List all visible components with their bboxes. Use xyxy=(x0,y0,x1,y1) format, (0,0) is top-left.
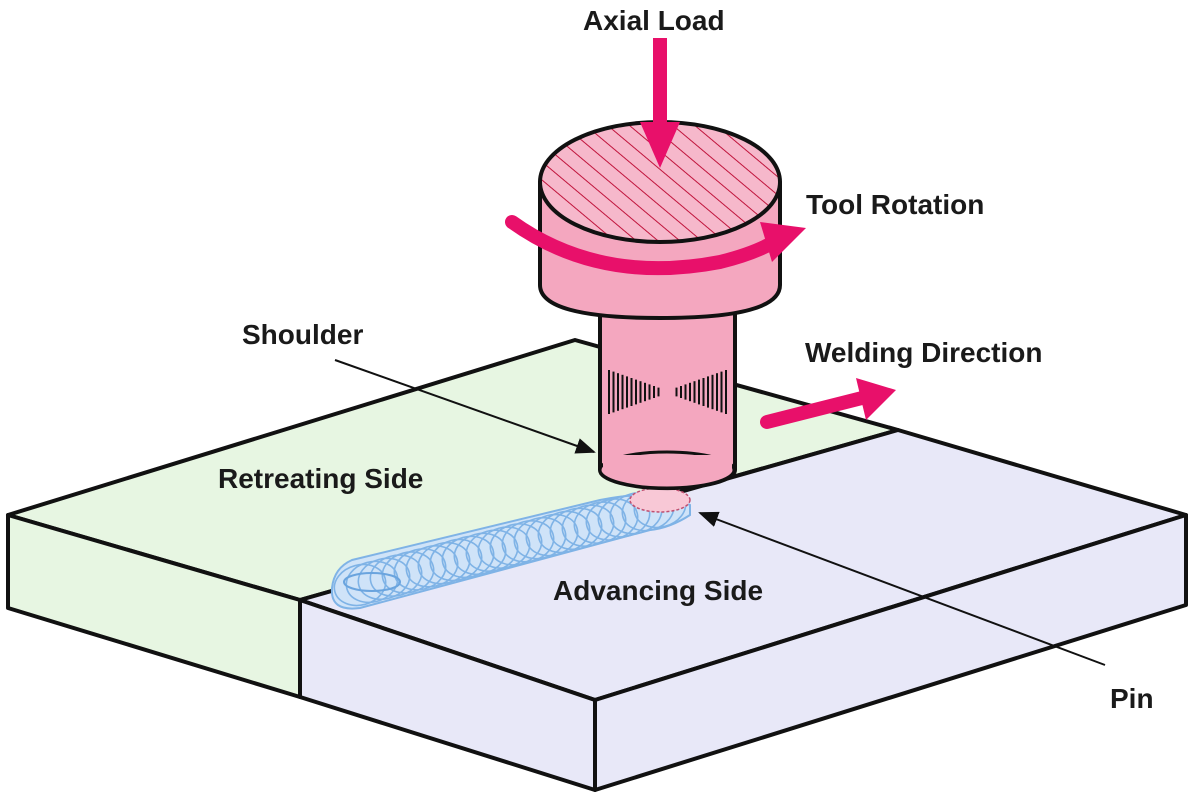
weld-ripple xyxy=(429,538,483,582)
weld-ripple xyxy=(369,554,423,597)
tool-rotation-label: Tool Rotation xyxy=(806,189,984,220)
welding-direction-label: Welding Direction xyxy=(805,337,1043,368)
tool-rotation-arrow xyxy=(505,215,806,276)
pin-label: Pin xyxy=(1110,683,1154,714)
weld-ripple xyxy=(477,526,531,569)
weld-ripple xyxy=(585,498,639,541)
weld-ripple xyxy=(417,541,471,585)
weld-ripple xyxy=(465,529,519,572)
advancing-plate-side xyxy=(593,513,1188,792)
weld-ripple xyxy=(549,507,603,551)
weld-ripple xyxy=(345,560,399,604)
shoulder-leader xyxy=(334,359,596,454)
retreating-side-label: Retreating Side xyxy=(218,463,423,494)
welding-direction-arrow xyxy=(760,378,896,429)
weld-ripple xyxy=(525,513,579,557)
weld-ripple xyxy=(441,535,495,579)
weld-ripple xyxy=(537,510,591,554)
pin-leader xyxy=(698,511,1106,666)
weld-ripple xyxy=(453,532,507,576)
weld-ripple xyxy=(489,523,543,566)
weld-ripple xyxy=(333,563,387,607)
weld-ripple xyxy=(501,520,555,563)
weld-ripple xyxy=(573,501,627,544)
weld-ripple xyxy=(357,557,411,601)
tool xyxy=(538,120,782,513)
weld-ripple xyxy=(513,516,567,560)
weld-ripple xyxy=(561,504,615,547)
weld-ripple xyxy=(381,551,435,594)
weld-ripple xyxy=(405,545,459,588)
axial-load-arrow xyxy=(640,38,680,168)
shoulder-label: Shoulder xyxy=(242,319,363,350)
advancing-side-label: Advancing Side xyxy=(553,575,763,606)
pin-tip xyxy=(629,487,691,513)
workpiece xyxy=(6,338,1188,792)
axial-load-label: Axial Load xyxy=(583,5,725,36)
